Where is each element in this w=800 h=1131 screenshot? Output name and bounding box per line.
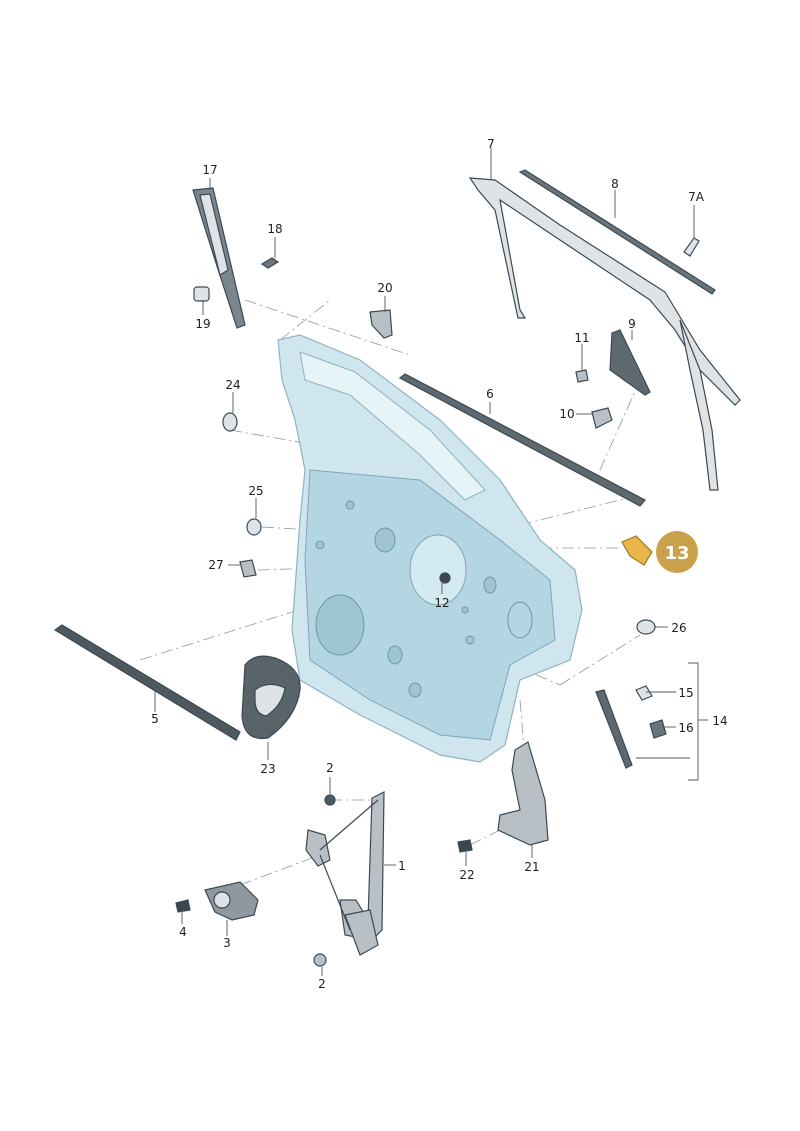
- label-4: 4: [179, 925, 187, 939]
- part-19-clip: [193, 286, 210, 302]
- label-3: 3: [223, 936, 231, 950]
- part-18-screw: [260, 257, 280, 269]
- label-10: 10: [559, 407, 574, 421]
- part-labels: 17 18 19 20 7 8 7A 6 9 11 10 24 25 27 12…: [151, 137, 727, 991]
- highlight-badge-13: 13: [656, 531, 698, 573]
- label-23: 23: [260, 762, 275, 776]
- label-12: 12: [434, 596, 449, 610]
- label-6: 6: [486, 387, 494, 401]
- part-26-grommet: [636, 619, 656, 635]
- window-frame: [299, 351, 486, 501]
- label-2-top: 2: [326, 761, 334, 775]
- label-13: 13: [664, 543, 689, 564]
- service-opening: [409, 534, 467, 606]
- label-17: 17: [202, 163, 217, 177]
- label-20: 20: [377, 281, 392, 295]
- part-6-weatherstrip: [398, 373, 646, 507]
- label-26: 26: [671, 621, 686, 635]
- part-9-triangle-trim: [609, 329, 651, 396]
- part-10-clip: [591, 407, 613, 429]
- part-17-pillar-trim: [192, 187, 246, 329]
- part-7a-clip: [683, 237, 700, 257]
- part-2-nut-top: [324, 794, 336, 806]
- part-21-bracket: [497, 741, 549, 846]
- label-19: 19: [195, 317, 210, 331]
- part-5-lower-seal: [53, 624, 241, 741]
- label-16: 16: [678, 721, 693, 735]
- label-7: 7: [487, 137, 495, 151]
- label-25: 25: [248, 484, 263, 498]
- label-27: 27: [208, 558, 223, 572]
- label-1: 1: [398, 859, 406, 873]
- part-20-bracket: [369, 309, 393, 339]
- speaker-opening: [315, 594, 365, 656]
- door-panel: [277, 334, 583, 763]
- label-14: 14: [712, 714, 727, 728]
- part-23-handle-bezel: [241, 655, 301, 740]
- inner-panel: [304, 469, 556, 741]
- label-18: 18: [267, 222, 282, 236]
- label-11: 11: [574, 331, 589, 345]
- part-7-frame-seal: [468, 177, 741, 491]
- label-2-bottom: 2: [318, 977, 326, 991]
- part-25-plug: [246, 518, 262, 536]
- part-2-nut-bottom: [313, 953, 327, 967]
- part-13-clip: [621, 535, 653, 566]
- label-8: 8: [611, 177, 619, 191]
- label-21: 21: [524, 860, 539, 874]
- label-5: 5: [151, 712, 159, 726]
- part-11-nut: [575, 369, 589, 383]
- label-7a: 7A: [688, 190, 705, 204]
- label-15: 15: [678, 686, 693, 700]
- part-4-screw: [175, 899, 191, 913]
- part-1-window-regulator: [305, 791, 385, 956]
- part-22-screw: [457, 839, 473, 853]
- part-27-grommet: [239, 559, 257, 578]
- part-3-motor: [204, 881, 259, 921]
- part-12-bolt: [439, 572, 451, 584]
- part-8-strip: [518, 169, 716, 295]
- part-24-plug: [222, 412, 238, 432]
- label-9: 9: [628, 317, 636, 331]
- leader-lines: [154, 148, 708, 976]
- part-14-trim-set: [595, 685, 667, 769]
- label-22: 22: [459, 868, 474, 882]
- label-24: 24: [225, 378, 240, 392]
